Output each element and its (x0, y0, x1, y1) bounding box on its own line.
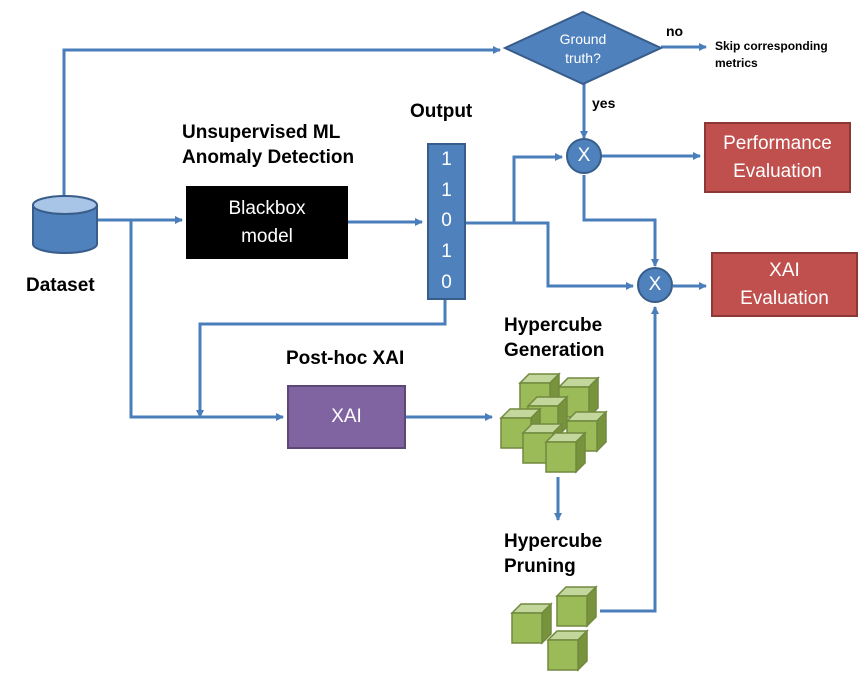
output-bit: 0 (441, 210, 452, 232)
post-hoc-xai-label: Post-hoc XAI (286, 348, 405, 369)
connector-dataset-to-xai (129, 220, 284, 421)
xai-evaluation-node: XAI Evaluation (711, 252, 858, 317)
performance-combiner-node: X (566, 138, 602, 174)
unsupervised-ml-label: Unsupervised ML Anomaly Detection (182, 122, 355, 168)
output-bit: 0 (441, 271, 452, 293)
output-bit: 1 (441, 179, 452, 201)
hypercube-generation-label: Hypercube Generation (504, 315, 605, 361)
skip-metrics-label: Skip corresponding metrics (715, 39, 828, 71)
ground-truth-diamond (502, 10, 664, 86)
cube-icon (510, 602, 553, 645)
blackbox-model-node: Blackbox model (186, 186, 348, 259)
cube-icon (544, 431, 587, 474)
no-label: no (666, 23, 684, 39)
hypercube-pruning-cubes (510, 585, 598, 672)
dataset-label: Dataset (26, 275, 95, 296)
performance-evaluation-node: Performance Evaluation (704, 122, 851, 193)
connector-output-to-performance-combiner (466, 153, 563, 225)
hypercube-generation-cubes (499, 372, 608, 474)
connector-output-to-xai-combiner (466, 221, 634, 290)
cube-icon (555, 585, 598, 628)
connector-performance-combiner-to-xai-combiner (582, 175, 659, 267)
output-vector-node: 1 1 0 1 0 (427, 143, 466, 300)
dataset-cylinder-icon (32, 195, 98, 254)
hypercube-pruning-label: Hypercube Pruning (504, 531, 603, 577)
output-label: Output (410, 101, 473, 122)
output-bit: 1 (441, 149, 452, 171)
connector-output-to-xai (196, 300, 447, 418)
cube-icon (546, 629, 589, 672)
ground-truth-text: Ground truth? (559, 31, 607, 66)
yes-label: yes (592, 95, 616, 111)
output-bit: 1 (441, 241, 452, 263)
xai-node: XAI (287, 385, 406, 449)
connector-dataset-to-ground-truth (62, 46, 501, 197)
connector-pruning-to-xai-combiner (600, 306, 659, 613)
xai-combiner-node: X (637, 267, 673, 303)
